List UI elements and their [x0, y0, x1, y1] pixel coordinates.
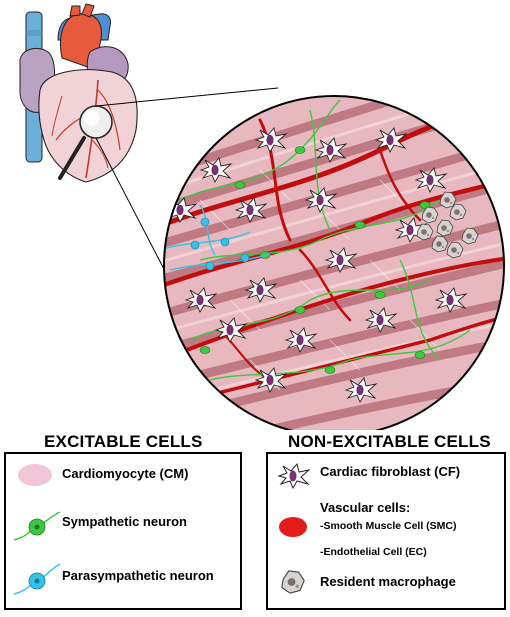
- magnified-tissue-circle: [163, 95, 505, 430]
- vascular-cell-icon: [279, 517, 307, 537]
- cardiomyocyte-icon: [18, 464, 52, 486]
- heart-tissue-illustration: [19, 3, 505, 430]
- parasympathetic-neuron-icon: [13, 563, 61, 595]
- legend-label-cardiomyocyte: Cardiomyocyte (CM): [62, 466, 189, 481]
- legend-label-endothelial-cell: -Endothelial Cell (EC): [320, 546, 427, 558]
- non-excitable-cells-heading: NON-EXCITABLE CELLS: [288, 432, 491, 451]
- legend-label-resident-macrophage: Resident macrophage: [320, 574, 456, 589]
- legend-label-vascular-cells: Vascular cells:: [320, 500, 411, 515]
- sympathetic-neuron-icon: [13, 511, 61, 541]
- magnifier-icon: [58, 105, 113, 180]
- legend-label-smooth-muscle-cell: -Smooth Muscle Cell (SMC): [320, 520, 457, 532]
- excitable-cells-legend: Cardiomyocyte (CM) Sympathetic neuron Pa…: [4, 452, 242, 610]
- heart-icon: [19, 3, 138, 183]
- macrophage-icon: [281, 570, 305, 594]
- legend-label-sympathetic-neuron: Sympathetic neuron: [62, 514, 187, 529]
- fibroblast-icon: [277, 462, 310, 490]
- non-excitable-cells-legend: Cardiac fibroblast (CF) Vascular cells: …: [266, 452, 506, 610]
- zoom-line-top: [95, 87, 279, 107]
- legend-label-cardiac-fibroblast: Cardiac fibroblast (CF): [320, 464, 461, 479]
- excitable-cells-heading: EXCITABLE CELLS: [44, 432, 203, 451]
- legend-label-parasympathetic-neuron: Parasympathetic neuron: [62, 568, 214, 583]
